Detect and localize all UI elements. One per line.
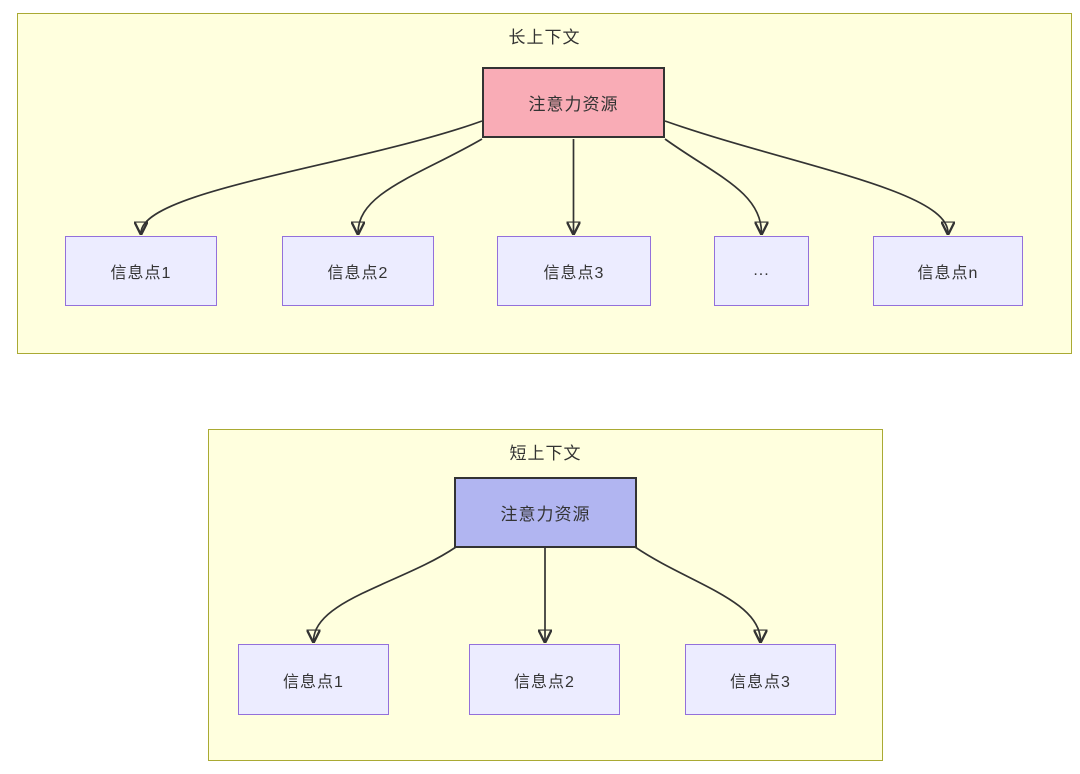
short-info-node-2: 信息点2 <box>469 644 620 715</box>
short-info-label-3: 信息点3 <box>730 673 791 691</box>
long-info-node-n: 信息点n <box>873 236 1023 306</box>
edge-long-attention-to-infoN-arrow <box>664 120 948 233</box>
long-info-label-3: 信息点3 <box>543 265 605 282</box>
short-info-label-2: 信息点2 <box>514 673 575 691</box>
long-attention-label: 注意力资源 <box>528 95 619 114</box>
edge-short-attention-to-info3-arrow <box>634 546 761 641</box>
long-info-label-1: 信息点1 <box>110 265 172 282</box>
edge-long-attention-to-info2-arrow <box>358 138 483 233</box>
cluster-long-context-title: 长上下文 <box>508 28 581 47</box>
short-info-node-1: 信息点1 <box>238 644 389 715</box>
long-info-node-ellipsis: ... <box>714 236 809 306</box>
long-attention-node: 注意力资源 <box>482 67 665 138</box>
short-info-label-1: 信息点1 <box>283 673 344 691</box>
short-attention-label: 注意力资源 <box>500 505 591 524</box>
long-info-node-2: 信息点2 <box>282 236 434 306</box>
short-attention-node: 注意力资源 <box>454 477 637 548</box>
edge-long-attention-to-info1-arrow <box>141 120 483 233</box>
long-info-node-3: 信息点3 <box>497 236 651 306</box>
cluster-short-context-title: 短上下文 <box>509 444 582 463</box>
edge-long-attention-to-ellipsis-arrow <box>664 138 762 233</box>
long-info-node-1: 信息点1 <box>65 236 217 306</box>
short-info-node-3: 信息点3 <box>685 644 836 715</box>
edge-short-attention-to-info1-arrow <box>314 546 457 641</box>
long-info-label-2: 信息点2 <box>327 265 389 282</box>
long-info-label-ellipsis: ... <box>753 262 770 279</box>
long-info-label-n: 信息点n <box>917 265 979 282</box>
